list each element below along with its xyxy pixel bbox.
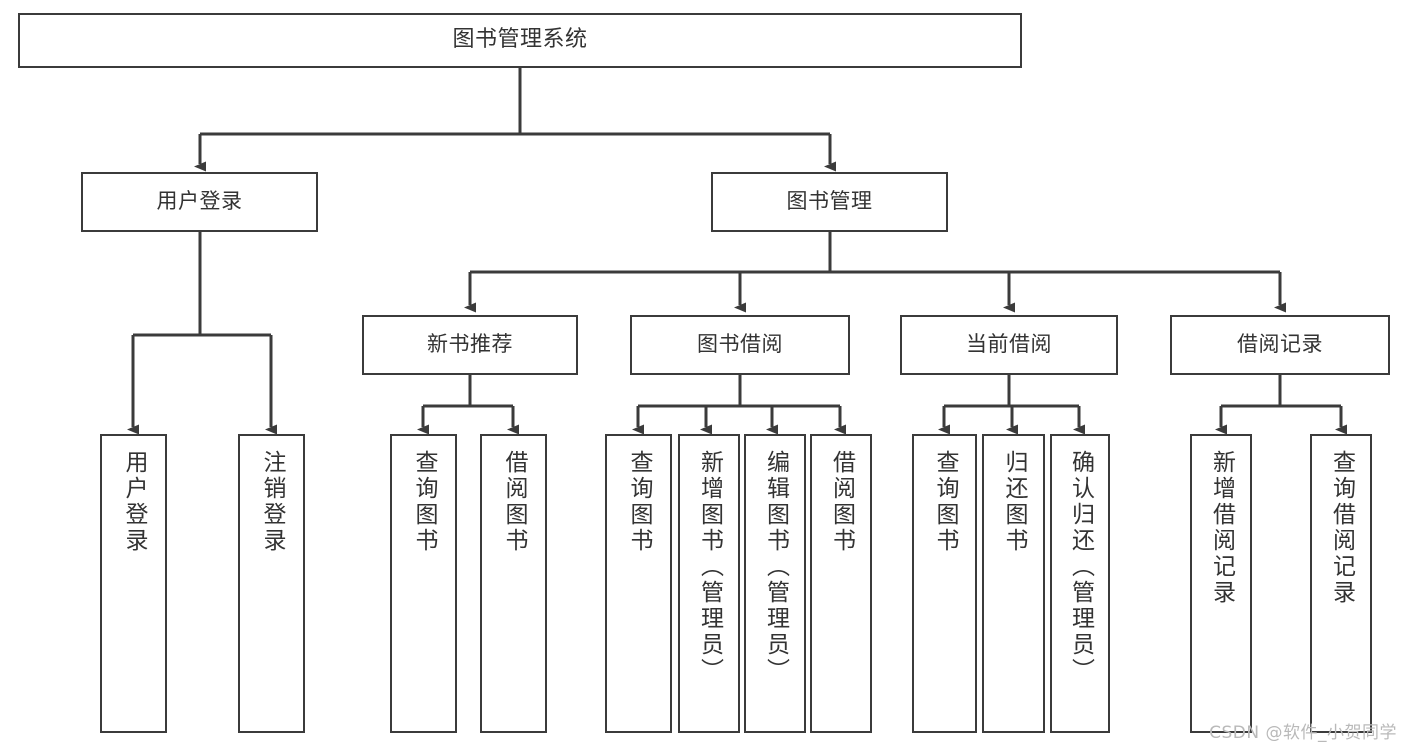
node-leaf-user-login[interactable]: 用户登录 <box>100 434 167 733</box>
node-leaf-query-book-1[interactable]: 查询图书 <box>390 434 457 733</box>
node-leaf-add-record[interactable]: 新增借阅记录 <box>1190 434 1252 733</box>
node-leaf-confirm-return-label: 确认归还（管理员） <box>1067 450 1094 684</box>
node-leaf-query-record-label: 查询借阅记录 <box>1328 450 1355 606</box>
node-leaf-add-record-label: 新增借阅记录 <box>1208 450 1235 606</box>
node-leaf-confirm-return[interactable]: 确认归还（管理员） <box>1050 434 1110 733</box>
node-leaf-return-book-label: 归还图书 <box>1001 450 1027 554</box>
node-leaf-borrow-book-1-label: 借阅图书 <box>501 450 527 554</box>
node-leaf-add-book-label: 新增图书（管理员） <box>696 450 723 684</box>
node-leaf-return-book[interactable]: 归还图书 <box>982 434 1045 733</box>
node-borrow-record-label: 借阅记录 <box>1237 332 1323 357</box>
node-book-borrow-label: 图书借阅 <box>697 332 783 357</box>
node-leaf-user-login-label: 用户登录 <box>121 450 147 554</box>
node-leaf-borrow-book-2-label: 借阅图书 <box>828 450 855 554</box>
node-leaf-borrow-book-2[interactable]: 借阅图书 <box>810 434 872 733</box>
node-book-manage-label: 图书管理 <box>786 189 873 214</box>
node-leaf-query-record[interactable]: 查询借阅记录 <box>1310 434 1372 733</box>
node-leaf-query-book-2[interactable]: 查询图书 <box>605 434 672 733</box>
node-root-label: 图书管理系统 <box>452 27 588 53</box>
node-leaf-query-book-3[interactable]: 查询图书 <box>912 434 977 733</box>
node-book-borrow[interactable]: 图书借阅 <box>630 315 850 375</box>
node-leaf-edit-book[interactable]: 编辑图书（管理员） <box>744 434 806 733</box>
node-user-login[interactable]: 用户登录 <box>81 172 318 232</box>
csdn-watermark: CSDN @软件_小贺同学 <box>1209 723 1397 743</box>
node-book-manage[interactable]: 图书管理 <box>711 172 948 232</box>
node-root[interactable]: 图书管理系统 <box>18 13 1022 68</box>
node-current-borrow-label: 当前借阅 <box>966 332 1052 357</box>
node-leaf-logout-label: 注销登录 <box>259 450 285 554</box>
node-new-book-rec-label: 新书推荐 <box>427 332 513 357</box>
node-leaf-query-book-2-label: 查询图书 <box>626 450 652 554</box>
node-leaf-borrow-book-1[interactable]: 借阅图书 <box>480 434 547 733</box>
node-current-borrow[interactable]: 当前借阅 <box>900 315 1118 375</box>
node-leaf-edit-book-label: 编辑图书（管理员） <box>762 450 789 684</box>
node-user-login-label: 用户登录 <box>156 189 243 214</box>
node-leaf-query-book-3-label: 查询图书 <box>932 450 958 554</box>
node-borrow-record[interactable]: 借阅记录 <box>1170 315 1390 375</box>
node-leaf-logout[interactable]: 注销登录 <box>238 434 305 733</box>
node-new-book-rec[interactable]: 新书推荐 <box>362 315 578 375</box>
node-leaf-query-book-1-label: 查询图书 <box>411 450 437 554</box>
node-leaf-add-book[interactable]: 新增图书（管理员） <box>678 434 740 733</box>
